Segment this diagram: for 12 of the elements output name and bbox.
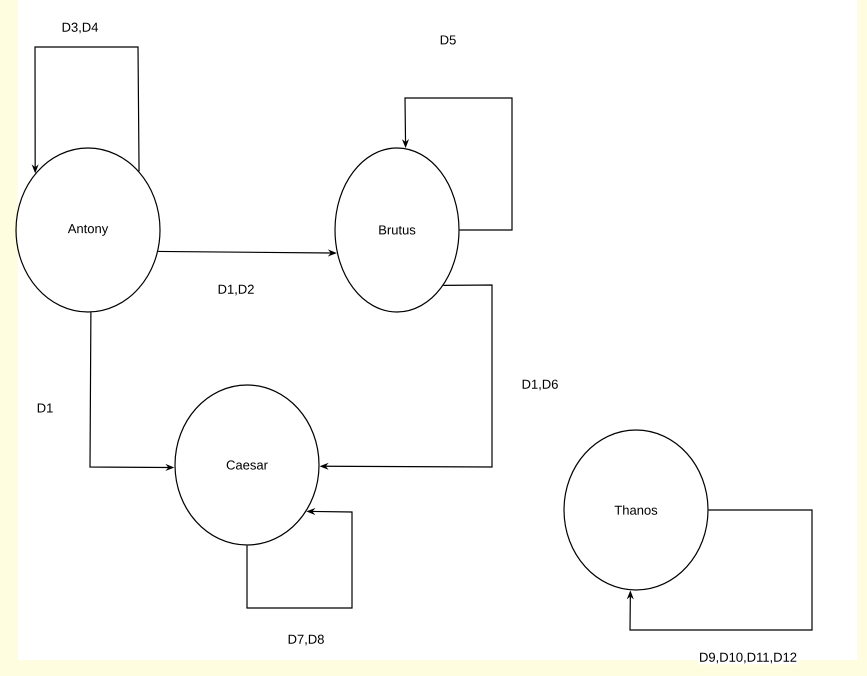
edge-label: D1,D2 <box>216 284 256 296</box>
ellipse-node: Caesar <box>174 384 320 546</box>
edge-label: D1 <box>36 402 54 414</box>
edge-label: D7,D8 <box>286 634 326 646</box>
ellipse-node: Brutus <box>334 147 460 313</box>
edge-label: D3,D4 <box>60 22 100 34</box>
arrow <box>626 509 813 631</box>
ellipse-node: Thanos <box>563 429 709 591</box>
edge-label: D9,D10,D11,D12 <box>698 652 798 664</box>
edge-label: D5 <box>438 34 458 46</box>
edge-label: D1,D6 <box>520 378 560 392</box>
ellipse-node: Antony <box>15 147 161 313</box>
